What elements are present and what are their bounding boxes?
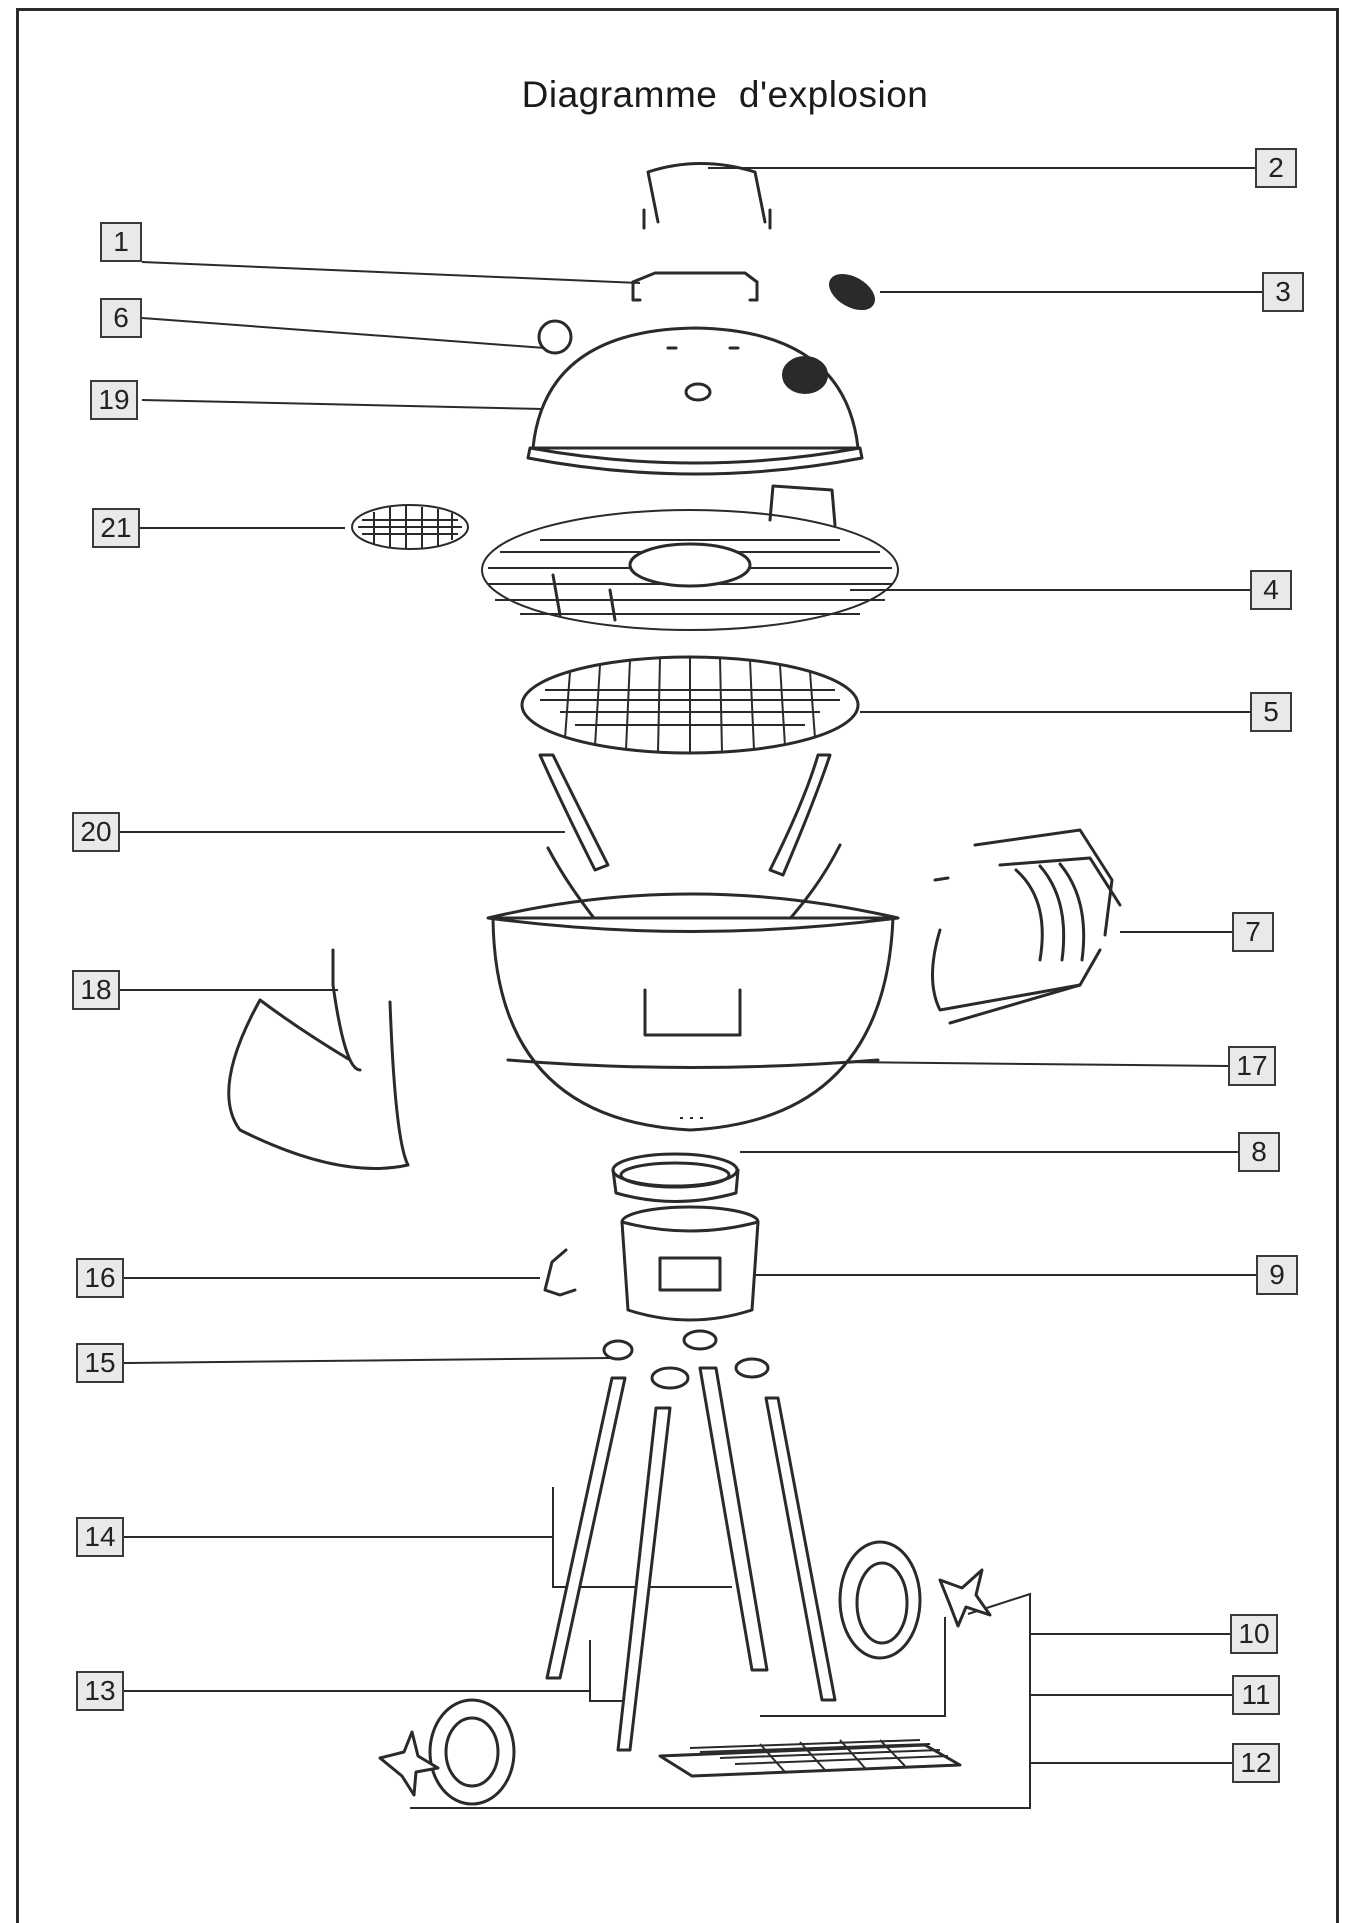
callout-15: 15 xyxy=(76,1343,124,1383)
bowl-bracket-part xyxy=(538,753,842,942)
callout-17: 17 xyxy=(1228,1046,1276,1086)
callout-21: 21 xyxy=(92,508,140,548)
leg-part xyxy=(545,1366,837,1752)
ash-bucket-part xyxy=(620,1205,760,1322)
wheel-hub-part xyxy=(378,1568,992,1797)
rib-rack-part xyxy=(931,828,1122,1025)
callout-6: 6 xyxy=(100,298,142,338)
cooking-grid-part xyxy=(481,484,899,631)
leg-cap-part xyxy=(602,1329,770,1390)
page-frame xyxy=(16,8,1339,1923)
callout-3: 3 xyxy=(1262,272,1304,312)
callout-12: 12 xyxy=(1232,1743,1280,1783)
grill-bowl-part xyxy=(486,892,900,1132)
lid-handle-part xyxy=(642,162,772,230)
callout-5: 5 xyxy=(1250,692,1292,732)
callout-13: 13 xyxy=(76,1671,124,1711)
callout-19: 19 xyxy=(90,380,138,420)
lid-vent-part xyxy=(829,273,875,311)
callout-7: 7 xyxy=(1232,912,1274,952)
charcoal-grid-part xyxy=(520,655,860,755)
bucket-clip-part xyxy=(543,1248,577,1297)
handle-bracket-part xyxy=(631,271,759,302)
page-title: Diagramme d'explosion xyxy=(521,74,929,115)
callout-11: 11 xyxy=(1232,1675,1280,1715)
tool-hook-part xyxy=(227,948,410,1170)
callout-9: 9 xyxy=(1256,1255,1298,1295)
thermometer-part xyxy=(537,319,573,355)
callout-1: 1 xyxy=(100,222,142,262)
callout-10: 10 xyxy=(1230,1614,1278,1654)
callout-16: 16 xyxy=(76,1258,124,1298)
callout-4: 4 xyxy=(1250,570,1292,610)
callout-8: 8 xyxy=(1238,1132,1280,1172)
callout-2: 2 xyxy=(1255,148,1297,188)
lower-rack-part xyxy=(658,1739,962,1778)
callout-18: 18 xyxy=(72,970,120,1010)
leader-lines xyxy=(120,167,1262,1809)
lid-dome-part xyxy=(526,326,864,476)
callout-14: 14 xyxy=(76,1517,124,1557)
charcoal-grate-part xyxy=(351,504,469,550)
ash-ring-part xyxy=(611,1152,740,1203)
callout-20: 20 xyxy=(72,812,120,852)
wheel-part xyxy=(428,1540,922,1806)
